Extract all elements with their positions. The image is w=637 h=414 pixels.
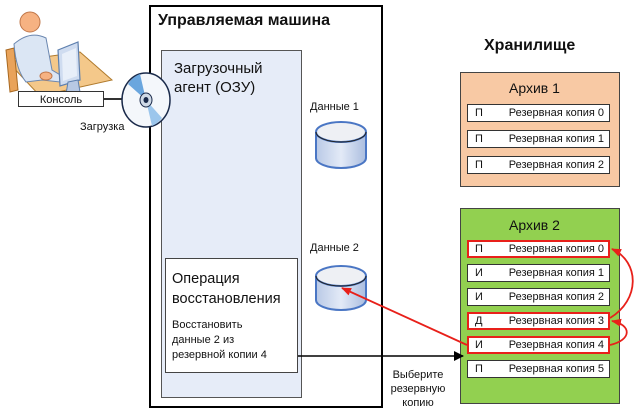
console-label: Консоль [18, 91, 104, 107]
archive-2-backup-0[interactable]: П Резервная копия 0 [467, 240, 610, 258]
recovery-desc-line1: Восстановить [172, 319, 243, 331]
archive-1-backup-1[interactable]: П Резервная копия 1 [467, 130, 610, 148]
disk-label-data2: Данные 2 [310, 242, 359, 254]
boot-cd-icon [121, 72, 171, 128]
backup-name: Резервная копия 1 [508, 267, 604, 279]
restore-arrow [341, 287, 468, 346]
archive-1-backup-2[interactable]: П Резервная копия 2 [467, 156, 610, 174]
archive-2-backup-1[interactable]: И Резервная копия 1 [467, 264, 610, 282]
archive-2-backup-5[interactable]: П Резервная копия 5 [467, 360, 610, 378]
disk-data1-icon [315, 121, 367, 169]
recovery-operation-description: Восстановить данные 2 из резервной копии… [172, 318, 267, 363]
archive-1-backup-0[interactable]: П Резервная копия 0 [467, 104, 610, 122]
console-user-icon [5, 11, 114, 97]
backup-name: Резервная копия 1 [508, 133, 604, 145]
backup-type: И [475, 291, 483, 303]
backup-name: Резервная копия 3 [508, 315, 604, 327]
select-backup-label: Выберите резервную копию [385, 368, 451, 410]
boot-agent-title: Загрузочный агент (ОЗУ) [174, 59, 263, 97]
recovery-title-line2: восстановления [172, 291, 281, 307]
chain-arrow-3-to-0 [609, 248, 634, 319]
disk-label-data1: Данные 1 [310, 101, 359, 113]
recovery-desc-line2: данные 2 из [172, 334, 235, 346]
backup-type: И [475, 267, 483, 279]
backup-name: Резервная копия 2 [508, 159, 604, 171]
storage-title: Хранилище [484, 37, 576, 54]
backup-type: П [475, 133, 483, 145]
backup-name: Резервная копия 0 [508, 107, 604, 119]
select-label-line1: Выберите [392, 369, 444, 381]
managed-machine-title: Управляемая машина [158, 12, 331, 29]
archive-1-title: Архив 1 [509, 80, 560, 96]
archive-2-backup-3[interactable]: Д Резервная копия 3 [467, 312, 610, 330]
backup-name: Резервная копия 5 [508, 363, 604, 375]
boot-label: Загрузка [80, 121, 125, 133]
backup-name: Резервная копия 4 [508, 339, 604, 351]
backup-type: И [475, 339, 483, 351]
backup-type: П [475, 243, 483, 255]
archive-2-backup-4[interactable]: И Резервная копия 4 [467, 336, 610, 354]
backup-name: Резервная копия 2 [508, 291, 604, 303]
boot-agent-title-line1: Загрузочный [174, 60, 263, 77]
backup-type: Д [475, 315, 483, 327]
recovery-operation-box [165, 258, 298, 373]
backup-name: Резервная копия 0 [508, 243, 604, 255]
boot-agent-title-line2: агент (ОЗУ) [174, 79, 256, 96]
select-label-line2: резервную [390, 383, 446, 395]
disk-data2-icon [315, 265, 367, 311]
archive-2-title: Архив 2 [509, 217, 560, 233]
backup-type: П [475, 363, 483, 375]
recovery-desc-line3: резервной копии 4 [172, 349, 267, 361]
backup-type: П [475, 159, 483, 171]
select-label-line3: копию [402, 397, 434, 409]
chain-arrow-4-to-3 [609, 318, 628, 346]
recovery-title-line1: Операция [172, 271, 240, 287]
recovery-operation-title: Операция восстановления [172, 269, 281, 309]
backup-type: П [475, 107, 483, 119]
archive-2-backup-2[interactable]: И Резервная копия 2 [467, 288, 610, 306]
